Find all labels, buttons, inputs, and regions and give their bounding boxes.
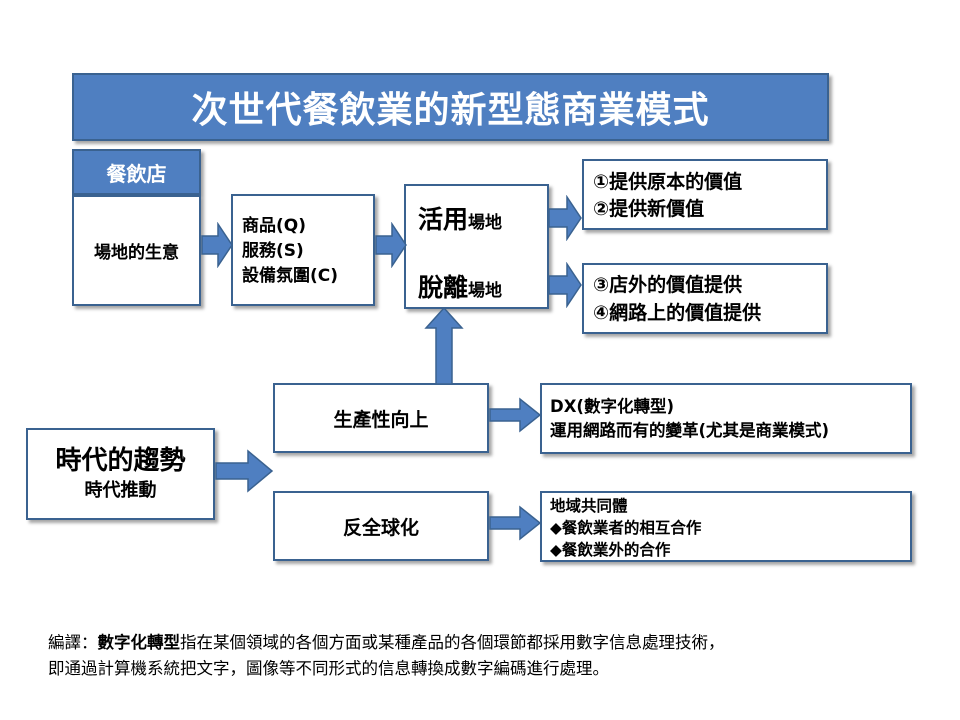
value-outside-store: ③店外的價值提供 — [593, 274, 743, 296]
note-prefix: 編譯： — [48, 633, 98, 652]
value-bottom-box: ③店外的價值提供 ④網路上的價值提供 — [582, 263, 828, 334]
restaurant-body-box: 場地的生意 — [72, 195, 201, 306]
products-line-c: 設備氛圍(C) — [242, 266, 339, 286]
value-online: ④網路上的價值提供 — [593, 302, 762, 324]
products-box: 商品(Q) 服務(S) 設備氛圍(C) — [231, 194, 375, 306]
arrow-trend-to-factors — [215, 449, 274, 493]
trend-box: 時代的趨勢 時代推動 — [26, 428, 215, 520]
trend-sub: 時代推動 — [84, 480, 157, 501]
value-original: ①提供原本的價值 — [593, 171, 743, 193]
venue-use-small: 場地 — [468, 213, 503, 233]
value-new: ②提供新價值 — [593, 198, 705, 220]
products-line-q: 商品(Q) — [242, 216, 306, 236]
diagram-title: 次世代餐飲業的新型態商業模式 — [72, 73, 829, 141]
note-line-1: 編譯：數字化轉型指在某個領域的各個方面或某種產品的各個環節都採用數字信息處理技術… — [48, 630, 928, 656]
anti-globalization-text: 反全球化 — [342, 516, 419, 539]
venue-leave-big: 脫離 — [418, 273, 469, 302]
note-definition: 指在某個領域的各個方面或某種產品的各個環節都採用數字信息處理技術， — [180, 633, 725, 652]
note-line-2: 即通過計算機系統把文字，圖像等不同形式的信息轉換成數字編碼進行處理。 — [48, 659, 609, 678]
productivity-text: 生產性向上 — [333, 408, 429, 431]
arrow-productivity-to-dx — [489, 397, 542, 433]
arrow-anti-globalization-to-community — [489, 505, 542, 541]
dx-title: DX(數字化轉型) — [550, 397, 674, 416]
arrow-restaurant-to-products — [201, 222, 233, 268]
dx-box: DX(數字化轉型) 運用網路而有的變革(尤其是商業模式) — [540, 383, 912, 454]
community-item-external: ◆餐飲業外的合作 — [550, 541, 671, 559]
dx-description: 運用網路而有的變革(尤其是商業模式) — [550, 421, 830, 440]
arrow-products-to-venue — [375, 222, 407, 268]
venue-leave: 脫離場地 — [418, 268, 547, 304]
venue-leave-small: 場地 — [468, 281, 503, 301]
restaurant-header: 餐飲店 — [72, 149, 201, 195]
community-title: 地域共同體 — [550, 497, 628, 515]
value-top-box: ①提供原本的價值 ②提供新價值 — [582, 159, 828, 230]
community-item-internal: ◆餐飲業者的相互合作 — [550, 519, 702, 537]
venue-use: 活用場地 — [418, 200, 547, 236]
venue-box: 活用場地 脫離場地 — [404, 184, 549, 309]
arrow-venue-to-value-top — [548, 195, 582, 241]
note-term: 數字化轉型 — [97, 633, 181, 652]
products-line-s: 服務(S) — [242, 241, 304, 261]
restaurant-body-text: 場地的生意 — [94, 243, 179, 263]
arrow-venue-to-value-bottom — [548, 262, 582, 308]
arrow-productivity-up — [424, 306, 464, 385]
trend-title: 時代的趨勢 — [55, 446, 186, 476]
community-box: 地域共同體 ◆餐飲業者的相互合作 ◆餐飲業外的合作 — [540, 491, 912, 562]
anti-globalization-box: 反全球化 — [273, 491, 489, 561]
venue-use-big: 活用 — [418, 205, 469, 234]
translation-note: 編譯：數字化轉型指在某個領域的各個方面或某種產品的各個環節都採用數字信息處理技術… — [48, 630, 928, 682]
productivity-box: 生產性向上 — [273, 383, 489, 453]
